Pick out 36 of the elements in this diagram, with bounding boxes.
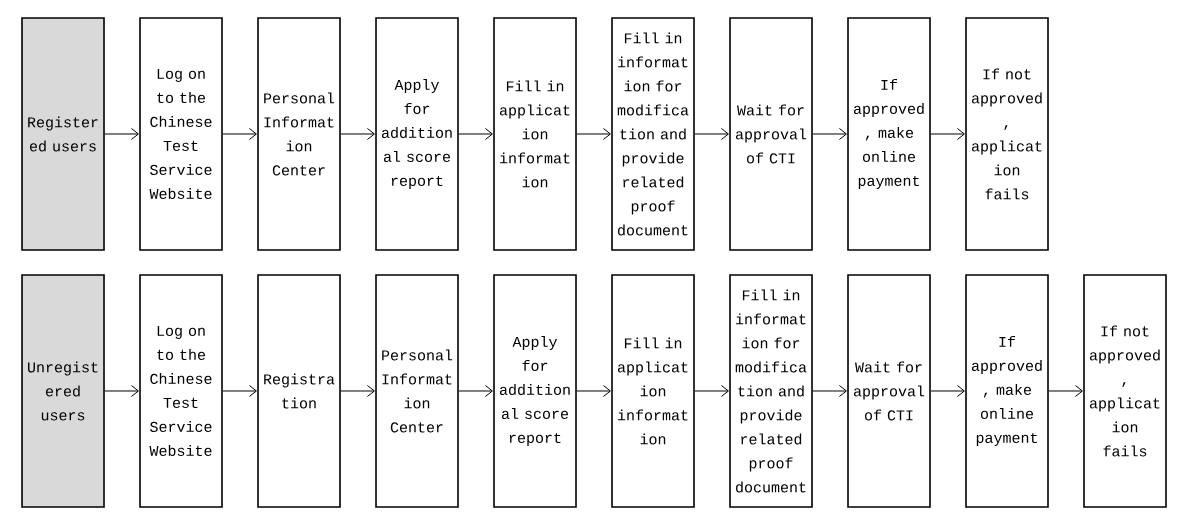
process-box: If approved , make online payment (965, 274, 1049, 508)
process-box: If approved , make online payment (847, 17, 931, 251)
arrow (340, 128, 375, 140)
arrow (222, 128, 257, 140)
arrow (930, 128, 965, 140)
process-box: Log on to the Chinese Test Service Website (139, 17, 223, 251)
arrow (576, 385, 611, 397)
arrow (930, 385, 965, 397)
arrow (222, 385, 257, 397)
arrow (458, 128, 493, 140)
arrow (1048, 385, 1083, 397)
process-box: Personal Informat ion Center (257, 17, 341, 251)
process-box: Fill in informat ion for modifica tion and provide related proof document (729, 274, 813, 508)
arrow (104, 128, 139, 140)
arrow (694, 385, 729, 397)
arrow (812, 385, 847, 397)
arrow (812, 128, 847, 140)
process-box: Fill in applicat ion informat ion (493, 17, 577, 251)
process-box: Wait for approval of CTI (847, 274, 931, 508)
process-box: Apply for addition al score report (493, 274, 577, 508)
arrow (694, 128, 729, 140)
process-box: If not approved , applicat ion fails (1083, 274, 1167, 508)
process-box: Wait for approval of CTI (729, 17, 813, 251)
process-box: Log on to the Chinese Test Service Website (139, 274, 223, 508)
arrow (458, 385, 493, 397)
arrow (340, 385, 375, 397)
process-box: If not approved , applicat ion fails (965, 17, 1049, 251)
arrow (104, 385, 139, 397)
process-box: Personal Informat ion Center (375, 274, 459, 508)
process-box: Fill in applicat ion informat ion (611, 274, 695, 508)
process-box: Registra tion (257, 274, 341, 508)
user-box: Register ed users (21, 17, 105, 251)
process-box: Fill in informat ion for modifica tion and provide related proof document (611, 17, 695, 251)
process-box: Apply for addition al score report (375, 17, 459, 251)
user-box: Unregist ered users (21, 274, 105, 508)
arrow (576, 128, 611, 140)
